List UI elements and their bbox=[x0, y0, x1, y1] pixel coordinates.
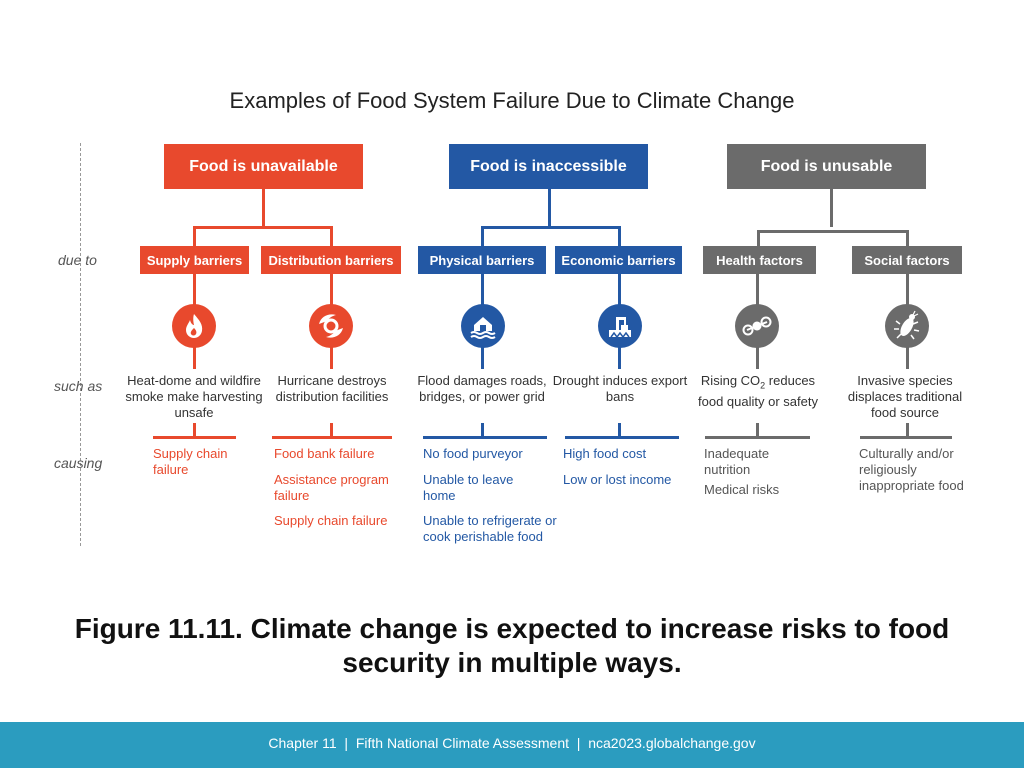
consequence-underline bbox=[272, 436, 392, 439]
example-drought: Drought induces export bans bbox=[552, 373, 688, 404]
consequence-high-food-cost: High food cost bbox=[563, 446, 647, 461]
barrier-supply: Supply barriers bbox=[140, 246, 249, 274]
connector-line bbox=[330, 423, 333, 437]
connector-line bbox=[756, 423, 759, 437]
consequence-low-or-lost-income: Low or lost income bbox=[563, 472, 672, 487]
consequence-underline bbox=[153, 436, 236, 439]
figure-caption: Figure 11.11. Climate change is expected… bbox=[74, 613, 950, 678]
co2-subscript: 2 bbox=[760, 380, 766, 391]
co2-molecule-icon bbox=[735, 304, 779, 348]
example-co2-text: Rising CO bbox=[700, 373, 761, 388]
consequence-food-bank-failure: Food bank failure bbox=[274, 446, 375, 461]
consequence-medical-risks: Medical risks bbox=[704, 482, 780, 497]
category-food-unusable: Food is unusable bbox=[727, 144, 926, 189]
invasive-insect-icon bbox=[885, 304, 929, 348]
row-label-causing: causing bbox=[54, 455, 103, 471]
connector-line bbox=[618, 423, 621, 437]
connector-line bbox=[548, 189, 551, 227]
consequence-unable-to-leave-home: Unable to leave home bbox=[423, 472, 514, 503]
consequence-culturally-inappropriate-food: Culturally and/or religiously inappropri… bbox=[859, 446, 964, 493]
footer-bar bbox=[0, 722, 1024, 768]
consequence-underline bbox=[565, 436, 679, 439]
category-food-inaccessible: Food is inaccessible bbox=[449, 144, 648, 189]
connector-line bbox=[481, 423, 484, 437]
consequence-supply-chain-failure: Supply chain failure bbox=[274, 513, 388, 528]
connector-line bbox=[757, 230, 760, 246]
drought-dock-icon bbox=[598, 304, 642, 348]
connector-line bbox=[193, 423, 196, 437]
factor-health: Health factors bbox=[703, 246, 816, 274]
connector-line bbox=[262, 189, 265, 227]
row-label-due-to: due to bbox=[58, 252, 97, 268]
example-heat-dome: Heat-dome and wildfire smoke make harves… bbox=[125, 373, 263, 420]
consequence-underline bbox=[705, 436, 810, 439]
connector-line bbox=[906, 423, 909, 437]
connector-line bbox=[618, 226, 621, 246]
example-invasive-species: Invasive species displaces traditional f… bbox=[847, 373, 963, 420]
connector-line bbox=[481, 226, 484, 246]
connector-line bbox=[757, 230, 908, 233]
consequence-underline bbox=[860, 436, 952, 439]
footer-text: Chapter 11 | Fifth National Climate Asse… bbox=[268, 735, 756, 751]
category-food-unavailable: Food is unavailable bbox=[164, 144, 363, 189]
row-divider-line bbox=[80, 143, 81, 546]
flooded-house-icon bbox=[461, 304, 505, 348]
barrier-economic: Economic barriers bbox=[555, 246, 682, 274]
consequence-no-food-purveyor: No food purveyor bbox=[423, 446, 523, 461]
connector-line bbox=[906, 230, 909, 246]
connector-line bbox=[193, 226, 332, 229]
consequence-supply-chain-failure: Supply chain failure bbox=[153, 446, 228, 477]
example-hurricane: Hurricane destroys distribution faciliti… bbox=[275, 373, 389, 404]
consequence-unable-to-refrigerate: Unable to refrigerate or cook perishable… bbox=[423, 513, 557, 544]
connector-line bbox=[830, 189, 833, 227]
fire-icon bbox=[172, 304, 216, 348]
example-co2-rest: reduces food quality or safety bbox=[698, 373, 818, 409]
hurricane-icon bbox=[309, 304, 353, 348]
example-rising-co2: Rising CO2 reduces food quality or safet… bbox=[688, 373, 828, 410]
example-flood: Flood damages roads, bridges, or power g… bbox=[417, 373, 547, 404]
consequence-assistance-program-failure: Assistance program failure bbox=[274, 472, 389, 503]
connector-line bbox=[193, 226, 196, 246]
consequence-inadequate-nutrition: Inadequate nutrition bbox=[704, 446, 770, 477]
barrier-distribution: Distribution barriers bbox=[261, 246, 401, 274]
connector-line bbox=[330, 226, 333, 246]
diagram-title: Examples of Food System Failure Due to C… bbox=[229, 88, 795, 113]
factor-social: Social factors bbox=[852, 246, 962, 274]
connector-line bbox=[481, 226, 621, 229]
barrier-physical: Physical barriers bbox=[418, 246, 546, 274]
row-label-such-as: such as bbox=[54, 378, 103, 394]
consequence-underline bbox=[423, 436, 547, 439]
